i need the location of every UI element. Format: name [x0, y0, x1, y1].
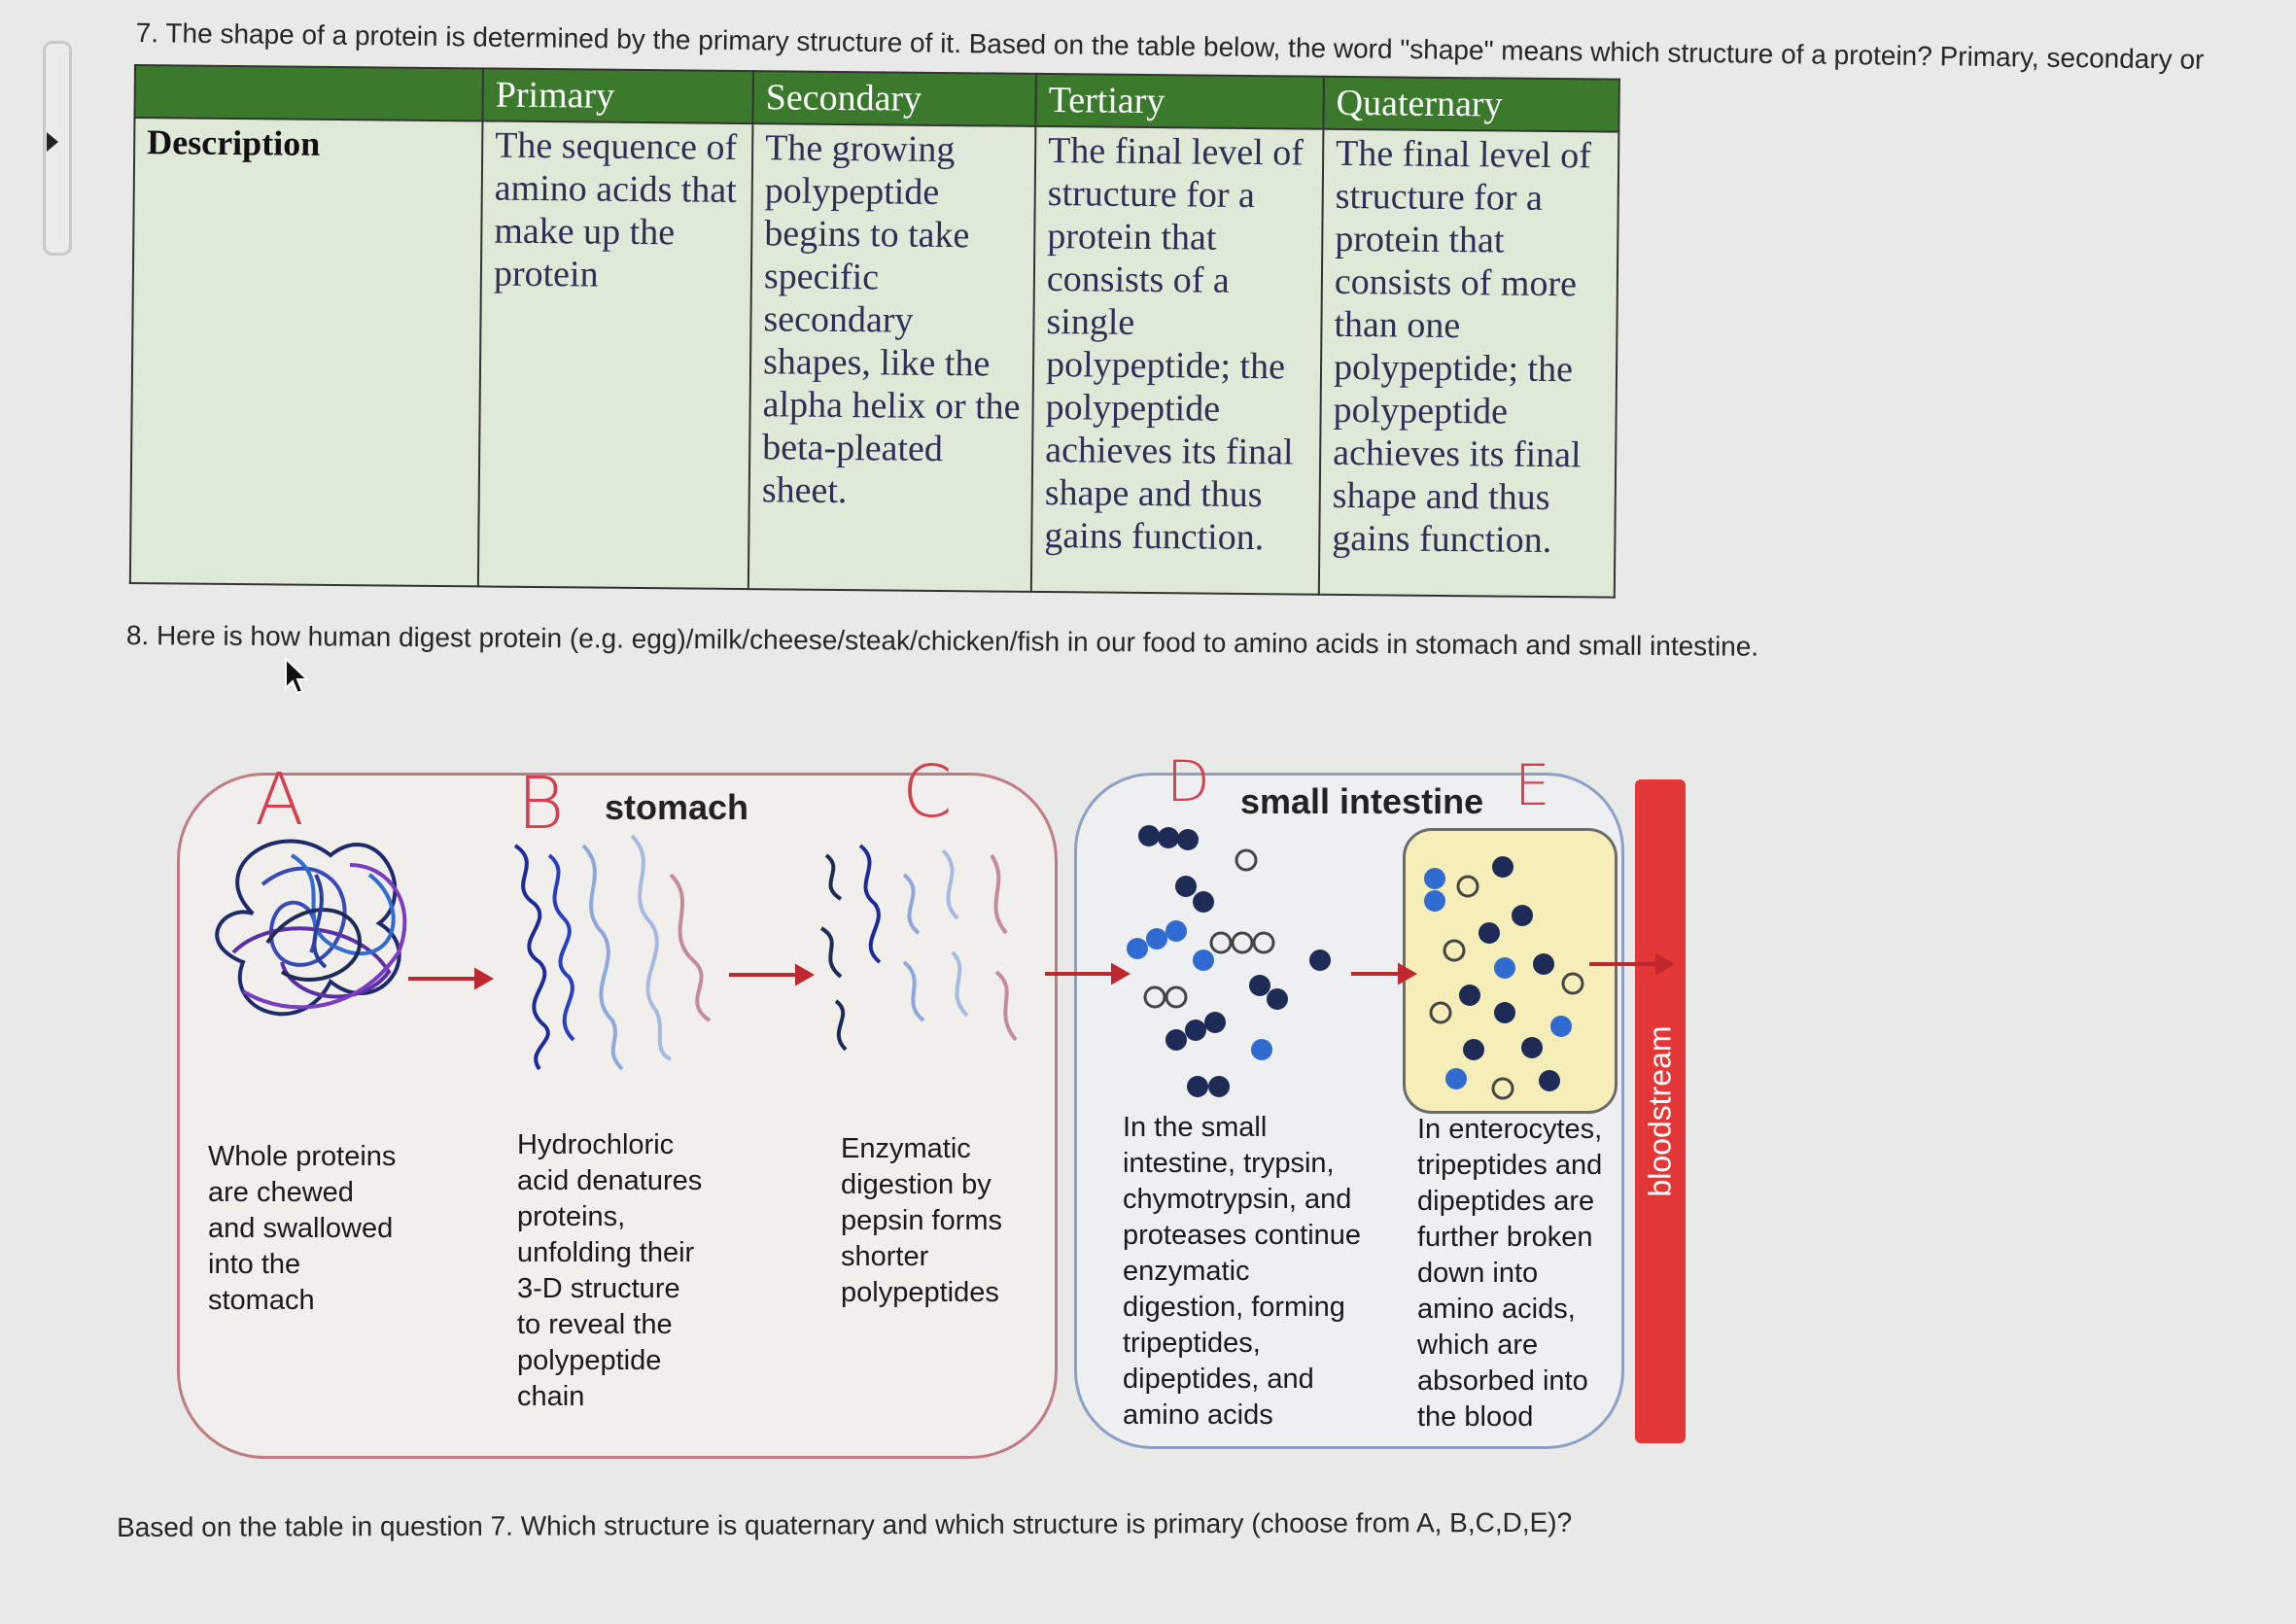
shorter-polypeptides	[821, 846, 1016, 1050]
table-header-primary: Primary	[482, 68, 753, 123]
caption-d: In the small intestine, trypsin, chymotr…	[1123, 1110, 1361, 1434]
table-row: Description The sequence of amino acids …	[130, 118, 1619, 598]
table-header-quaternary: Quaternary	[1323, 77, 1619, 132]
table-header-secondary: Secondary	[752, 71, 1036, 126]
row-label-description: Description	[130, 118, 483, 586]
protein-structure-table: Primary Secondary Tertiary Quaternary De…	[129, 64, 1620, 599]
flow-arrows	[408, 956, 1671, 986]
caption-e: In enterocytes, tripeptides and dipeptid…	[1417, 1112, 1602, 1435]
table-header-blank	[134, 65, 483, 121]
protein-digestion-diagram: bloodstream stomach small intestine A B …	[165, 758, 1701, 1468]
expand-arrow-icon[interactable]	[47, 132, 58, 152]
whole-protein-tangle	[217, 841, 404, 1014]
enterocyte-particles	[1424, 856, 1583, 1098]
denatured-chains	[515, 836, 710, 1069]
cell-secondary: The growing polypeptide begins to take s…	[748, 123, 1036, 592]
final-question-text: Based on the table in question 7. Which …	[117, 1507, 1572, 1543]
question-8-text: 8. Here is how human digest protein (e.g…	[126, 620, 1758, 663]
small-intestine-particles	[1127, 825, 1331, 1097]
cell-primary: The sequence of amino acids that make up…	[478, 121, 753, 589]
caption-b: Hydrochloric acid denatures proteins, un…	[517, 1127, 702, 1415]
caption-c: Enzymatic digestion by pepsin forms shor…	[841, 1131, 1002, 1311]
cell-quaternary: The final level of structure for a prote…	[1319, 129, 1619, 598]
mouse-cursor-icon	[284, 657, 311, 698]
caption-a: Whole proteins are chewed and swallowed …	[208, 1139, 396, 1319]
cell-tertiary: The final level of structure for a prote…	[1031, 126, 1324, 595]
table-header-tertiary: Tertiary	[1035, 74, 1324, 129]
